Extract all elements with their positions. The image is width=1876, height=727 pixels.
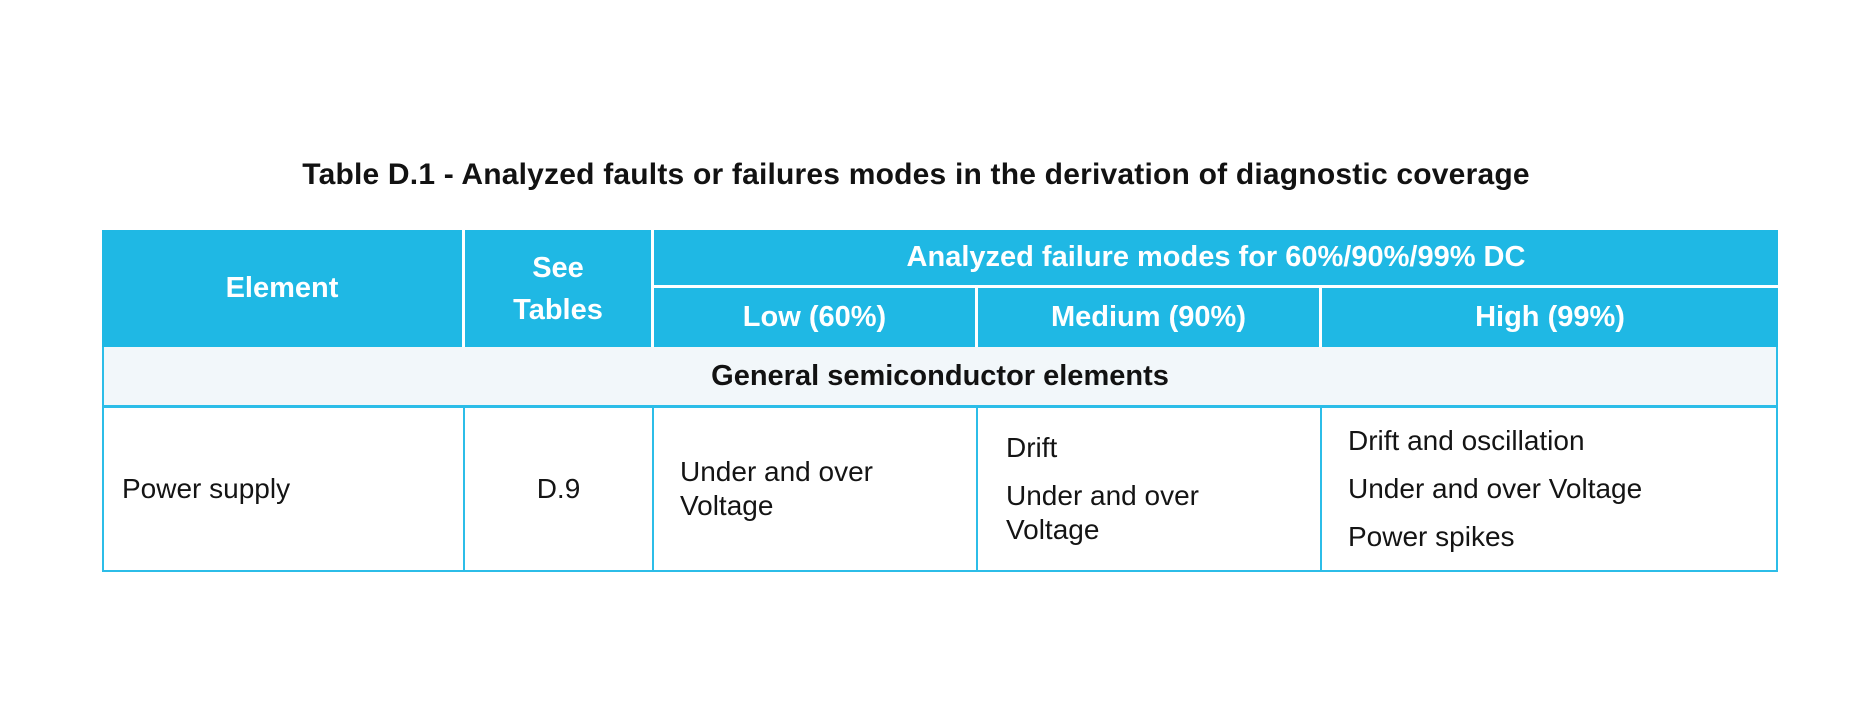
- failure-mode-text: Under and over Voltage: [1348, 473, 1643, 504]
- header-cell-low: Low (60%): [654, 288, 978, 347]
- header-cell-element: Element: [102, 230, 465, 347]
- header-subrow: Low (60%) Medium (90%) High (99%): [654, 288, 1778, 347]
- table-title: Table D.1 - Analyzed faults or failures …: [302, 158, 1530, 191]
- cell-element: Power supply: [104, 408, 465, 570]
- failure-mode-text: Power spikes: [1348, 521, 1515, 552]
- header-cell-analyzed-failure-modes: Analyzed failure modes for 60%/90%/99% D…: [654, 230, 1778, 288]
- failure-modes-table: Element See Tables Analyzed failure mode…: [102, 230, 1778, 572]
- failure-mode-text: Drift: [1006, 432, 1058, 463]
- failure-mode-text: Under and over Voltage: [680, 456, 874, 521]
- header-cell-medium: Medium (90%): [978, 288, 1322, 347]
- table-row: Power supply D.9 Under and over Voltage …: [102, 405, 1778, 572]
- header-cell-see-tables: See Tables: [465, 230, 654, 347]
- header-cell-high: High (99%): [1475, 301, 1625, 333]
- cell-low-failure-modes: Under and over Voltage: [654, 408, 978, 570]
- header-see-tables-line1: See: [532, 251, 584, 284]
- failure-mode-text: Under and over Voltage: [1006, 480, 1200, 545]
- header-see-tables-line2: Tables: [513, 293, 603, 326]
- table-header-row: Element See Tables Analyzed failure mode…: [102, 230, 1778, 347]
- failure-mode-text: Drift and oscillation: [1348, 425, 1585, 456]
- header-group-analyzed-failure-modes: Analyzed failure modes for 60%/90%/99% D…: [654, 230, 1778, 347]
- cell-see-tables: D.9: [465, 408, 654, 570]
- section-band-general-semiconductor: General semiconductor elements: [102, 347, 1778, 405]
